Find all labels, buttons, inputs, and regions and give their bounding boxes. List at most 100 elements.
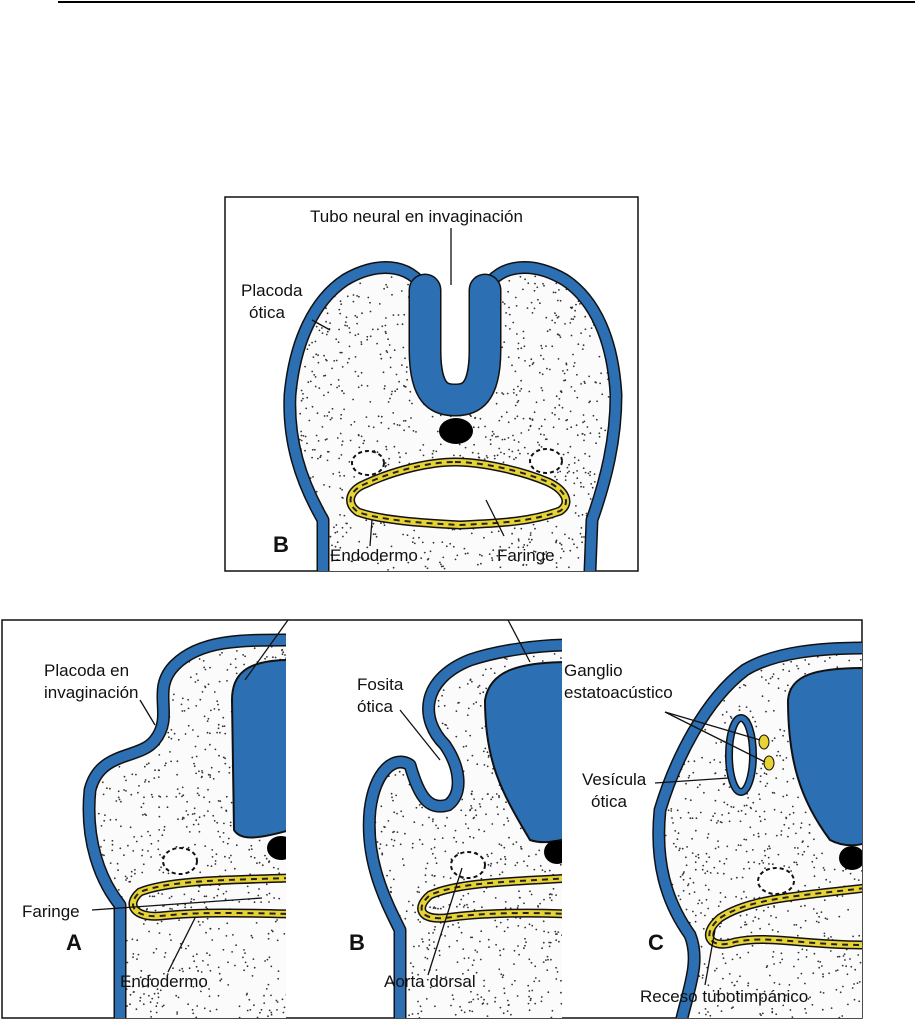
mesenchyme-dot [402, 774, 405, 776]
mesenchyme-dot [118, 765, 121, 768]
mesenchyme-dot [172, 967, 174, 970]
mesenchyme-dot [393, 839, 396, 842]
mesenchyme-dot [755, 810, 757, 813]
mesenchyme-dot [359, 282, 362, 285]
mesenchyme-dot [427, 948, 430, 951]
mesenchyme-dot [527, 1002, 530, 1005]
mesenchyme-dot [503, 846, 506, 849]
mesenchyme-dot [229, 821, 232, 824]
mesenchyme-dot [508, 1004, 510, 1006]
mesenchyme-dot [181, 786, 184, 789]
mesenchyme-dot [776, 754, 778, 757]
mesenchyme-dot [804, 672, 806, 675]
mesenchyme-dot [256, 1016, 259, 1018]
mesenchyme-dot [779, 728, 782, 731]
mesenchyme-dot [438, 954, 441, 957]
mesenchyme-dot [560, 979, 562, 982]
mesenchyme-dot [775, 834, 778, 837]
mesenchyme-dot [580, 527, 583, 529]
mesenchyme-dot [131, 938, 134, 941]
mesenchyme-dot [486, 751, 489, 754]
label-pharynx-top: Faringe [497, 546, 555, 565]
mesenchyme-dot [743, 890, 745, 893]
mesenchyme-dot [216, 700, 219, 703]
mesenchyme-dot [558, 418, 560, 420]
mesenchyme-dot [285, 994, 286, 996]
mesenchyme-dot [154, 909, 157, 912]
mesenchyme-dot [543, 553, 546, 555]
mesenchyme-dot [752, 920, 755, 922]
mesenchyme-dot [554, 413, 556, 416]
mesenchyme-dot [556, 299, 559, 302]
mesenchyme-dot [367, 296, 370, 299]
mesenchyme-dot [763, 990, 766, 993]
mesenchyme-dot [852, 935, 854, 938]
mesenchyme-dot [199, 871, 202, 874]
mesenchyme-dot [135, 840, 138, 843]
mesenchyme-dot [198, 770, 200, 773]
mesenchyme-dot [104, 814, 106, 816]
mesenchyme-dot [109, 862, 112, 864]
mesenchyme-dot [232, 934, 234, 936]
mesenchyme-dot [103, 839, 106, 842]
mesenchyme-dot [211, 849, 214, 851]
mesenchyme-dot [198, 794, 200, 797]
mesenchyme-dot [583, 434, 586, 436]
mesenchyme-dot [710, 819, 713, 822]
mesenchyme-dot [558, 334, 561, 337]
mesenchyme-dot [757, 832, 760, 835]
mesenchyme-dot [365, 416, 368, 418]
mesenchyme-dot [490, 798, 493, 801]
mesenchyme-dot [454, 558, 457, 561]
mesenchyme-dot [246, 1009, 249, 1012]
mesenchyme-dot [504, 907, 507, 909]
mesenchyme-dot [555, 894, 557, 896]
mesenchyme-dot [495, 402, 498, 405]
mesenchyme-dot [573, 390, 576, 392]
mesenchyme-dot [527, 282, 530, 285]
mesenchyme-dot [775, 777, 778, 779]
mesenchyme-dot [195, 819, 198, 822]
mesenchyme-dot [517, 546, 520, 549]
mesenchyme-dot [173, 693, 175, 696]
mesenchyme-dot [463, 1011, 466, 1014]
mesenchyme-dot [686, 846, 688, 848]
mesenchyme-dot [222, 756, 225, 759]
mesenchyme-dot [258, 888, 260, 890]
mesenchyme-dot [178, 969, 181, 972]
mesenchyme-dot [360, 435, 363, 438]
mesenchyme-dot [395, 373, 398, 376]
mesenchyme-dot [545, 316, 548, 319]
mesenchyme-dot [368, 425, 370, 428]
mesenchyme-dot [670, 808, 673, 810]
mesenchyme-dot [321, 332, 324, 334]
mesenchyme-dot [335, 338, 338, 341]
mesenchyme-dot [376, 342, 378, 345]
mesenchyme-dot [369, 310, 372, 313]
mesenchyme-dot [555, 525, 558, 528]
mesenchyme-dot [558, 289, 560, 291]
mesenchyme-dot [283, 1006, 286, 1009]
mesenchyme-dot [187, 724, 190, 727]
mesenchyme-dot [172, 699, 174, 701]
mesenchyme-dot [498, 796, 500, 799]
mesenchyme-dot [470, 792, 473, 795]
mesenchyme-dot [466, 903, 468, 906]
mesenchyme-dot [331, 544, 333, 547]
mesenchyme-dot [542, 941, 545, 944]
mesenchyme-dot [747, 951, 750, 954]
mesenchyme-dot [823, 935, 826, 937]
mesenchyme-dot [203, 1007, 206, 1010]
mesenchyme-dot [366, 338, 369, 341]
mesenchyme-dot [338, 457, 340, 460]
mesenchyme-dot [538, 444, 541, 446]
mesenchyme-dot [741, 876, 744, 879]
mesenchyme-dot [508, 448, 510, 451]
mesenchyme-dot [863, 840, 865, 842]
mesenchyme-dot [745, 914, 748, 916]
mesenchyme-dot [570, 318, 573, 320]
mesenchyme-dot [757, 835, 760, 838]
mesenchyme-dot [569, 445, 572, 448]
mesenchyme-dot [198, 816, 201, 819]
mesenchyme-dot [465, 745, 468, 747]
